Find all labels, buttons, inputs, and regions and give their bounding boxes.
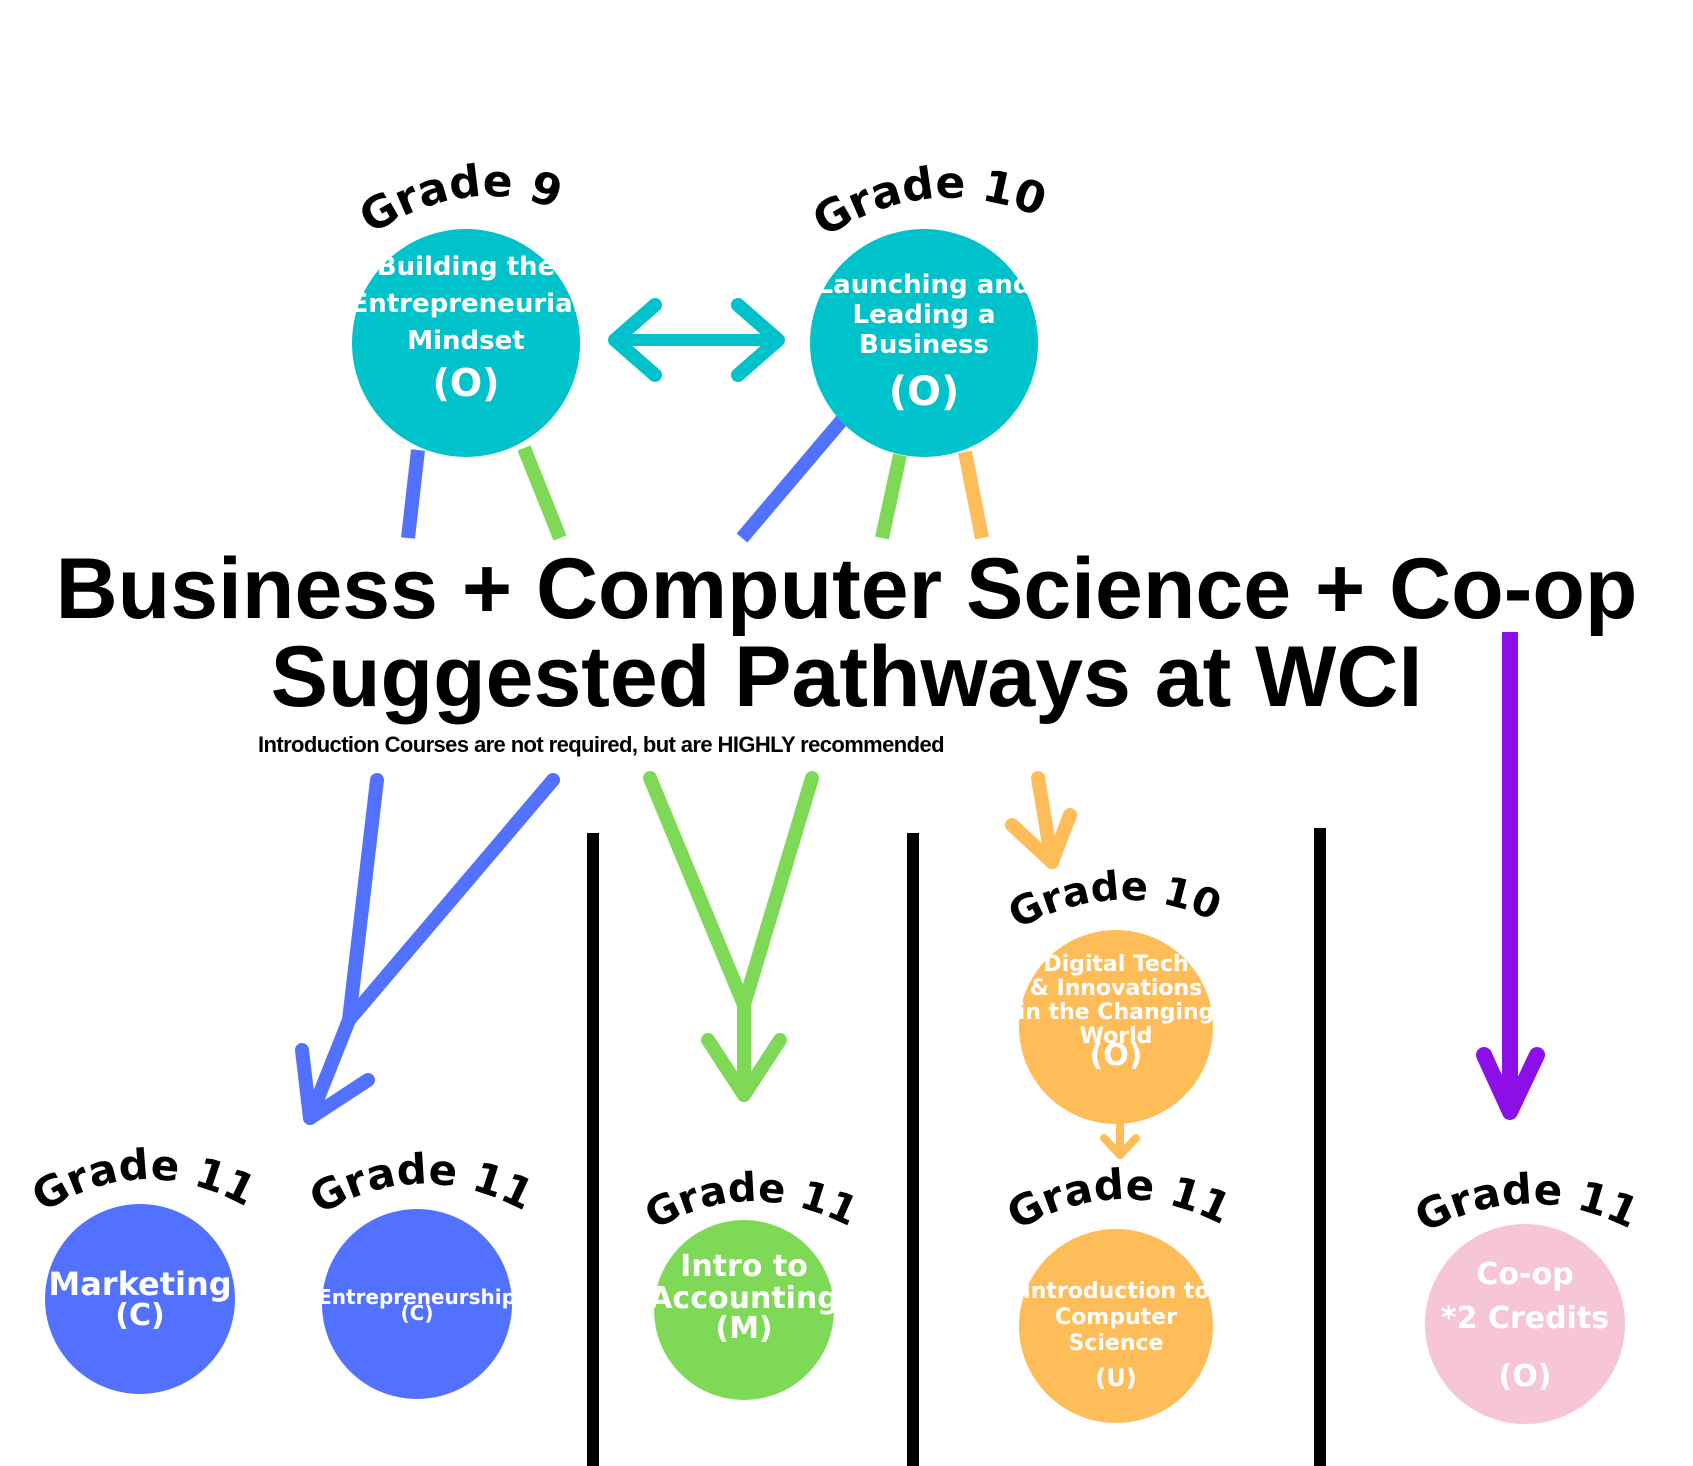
course-level: (O) xyxy=(889,369,960,415)
arrowhead-green xyxy=(701,1033,787,1102)
grade-label: Grade 10 xyxy=(1002,863,1228,937)
course-name-line: & Innovations xyxy=(1030,976,1203,1001)
course-circle xyxy=(810,229,1038,457)
course-name-line: Accounting xyxy=(649,1281,839,1316)
course-name-line: Intro to xyxy=(680,1249,808,1284)
course-level: (C) xyxy=(401,1301,434,1325)
title-line-1: Business + Computer Science + Co-op xyxy=(55,541,1638,637)
course-circle xyxy=(1019,930,1213,1124)
connectors xyxy=(295,298,1545,1159)
connector-blue-right xyxy=(342,773,560,1027)
double-arrow-right-head xyxy=(731,298,785,382)
connector-green-right xyxy=(737,771,819,1012)
course-name-line: Entrepreneurial xyxy=(350,289,581,319)
course-level: (O) xyxy=(1499,1359,1552,1394)
arrowhead-orange xyxy=(1005,808,1077,869)
connector-g9-accounting-upper xyxy=(517,445,567,541)
course-circle xyxy=(322,1209,512,1399)
arrowhead-blue xyxy=(295,1043,375,1125)
course-name-line: Science xyxy=(1069,1331,1164,1356)
course-name-line: World xyxy=(1080,1024,1153,1049)
intro-note: Introduction Courses are not required, b… xyxy=(258,732,945,757)
course-name-line: Marketing xyxy=(48,1265,231,1303)
course-name-line: Launching and xyxy=(817,270,1032,300)
course-circle xyxy=(45,1204,235,1394)
course-name-line: Introduction to xyxy=(1023,1279,1210,1304)
course-circle xyxy=(352,229,580,457)
arrowhead-purple xyxy=(1476,1047,1545,1120)
course-circle xyxy=(1425,1224,1625,1424)
course-level: (O) xyxy=(432,361,499,405)
course-name-line: Leading a xyxy=(853,300,996,330)
course-name-line: Digital Tech xyxy=(1043,952,1188,977)
course-circle xyxy=(654,1220,834,1400)
course-level: (M) xyxy=(715,1311,772,1346)
course-name-line: Mindset xyxy=(407,326,524,356)
column-dividers xyxy=(587,828,1326,1466)
connector-orange-shaft xyxy=(1031,771,1059,869)
course-level: (C) xyxy=(115,1298,164,1333)
connector-g10-entrepreneurship-upper xyxy=(736,415,848,543)
connector-green-left xyxy=(643,771,751,1012)
course-name-line: Computer xyxy=(1055,1305,1177,1330)
connector-g10-cs-upper xyxy=(958,450,989,540)
course-level: (O) xyxy=(1090,1038,1143,1073)
title-line-2: Suggested Pathways at WCI xyxy=(270,629,1423,725)
course-level: (U) xyxy=(1095,1364,1136,1392)
course-name-line: Building the xyxy=(377,252,555,282)
connector-blue-left xyxy=(342,773,384,1027)
course-name-line: Co-op xyxy=(1476,1257,1573,1292)
connector-blue-shaft xyxy=(303,1013,356,1125)
arrowhead-orange-small xyxy=(1100,1134,1140,1159)
course-name-line: Business xyxy=(859,330,989,360)
connector-g10-accounting-upper xyxy=(875,453,907,540)
course-name-line: in the Changing xyxy=(1018,1000,1215,1025)
course-name-line: *2 Credits xyxy=(1441,1301,1609,1336)
course-name-line: Entrepreneurship xyxy=(318,1285,516,1309)
grade-label: Grade 11 xyxy=(999,1160,1238,1239)
connector-g9-marketing-upper xyxy=(401,449,425,539)
course-circle xyxy=(1019,1229,1213,1423)
double-arrow-left-head xyxy=(608,298,662,382)
